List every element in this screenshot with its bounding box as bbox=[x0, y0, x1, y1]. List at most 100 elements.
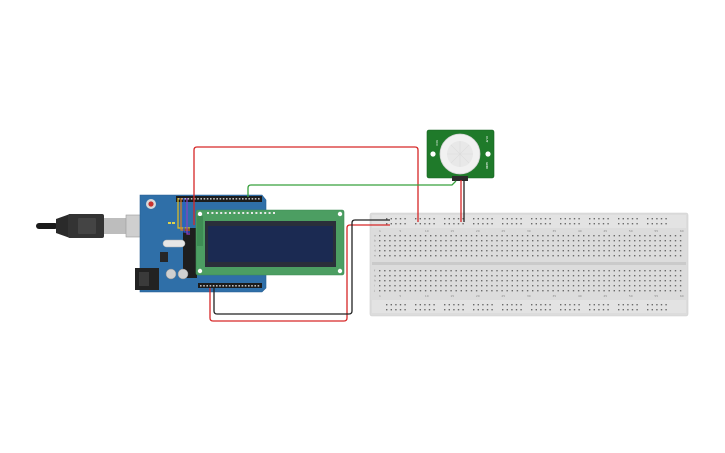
breadboard-hole[interactable] bbox=[430, 250, 432, 252]
breadboard-rail-hole[interactable] bbox=[656, 304, 658, 306]
breadboard-hole[interactable] bbox=[506, 240, 508, 242]
breadboard-rail-hole[interactable] bbox=[462, 304, 464, 306]
breadboard-hole[interactable] bbox=[440, 290, 442, 292]
breadboard-hole[interactable] bbox=[562, 275, 564, 277]
breadboard-rail-hole[interactable] bbox=[404, 309, 406, 311]
breadboard-rail-hole[interactable] bbox=[477, 223, 479, 225]
breadboard-hole[interactable] bbox=[654, 250, 656, 252]
breadboard-rail-hole[interactable] bbox=[622, 223, 624, 225]
breadboard-hole[interactable] bbox=[639, 250, 641, 252]
breadboard-hole[interactable] bbox=[465, 235, 468, 237]
breadboard-hole[interactable] bbox=[526, 290, 529, 292]
breadboard-hole[interactable] bbox=[583, 280, 585, 282]
breadboard-hole[interactable] bbox=[669, 235, 672, 237]
breadboard-rail-hole[interactable] bbox=[399, 304, 402, 306]
breadboard-hole[interactable] bbox=[649, 280, 651, 282]
breadboard-rail-hole[interactable] bbox=[419, 309, 421, 311]
breadboard-rail-hole[interactable] bbox=[578, 218, 580, 220]
breadboard-hole[interactable] bbox=[588, 290, 590, 292]
breadboard-rail-hole[interactable] bbox=[486, 304, 489, 306]
arduino-digital-pin[interactable] bbox=[232, 198, 234, 200]
breadboard-hole[interactable] bbox=[501, 285, 503, 287]
breadboard-rail-hole[interactable] bbox=[660, 223, 663, 225]
arduino-digital-pin[interactable] bbox=[216, 198, 218, 200]
breadboard-hole[interactable] bbox=[588, 240, 590, 242]
breadboard-rail-hole[interactable] bbox=[433, 218, 435, 220]
breadboard-rail-hole[interactable] bbox=[482, 223, 484, 225]
arduino-power-pin[interactable] bbox=[257, 285, 260, 287]
breadboard-hole[interactable] bbox=[470, 290, 473, 292]
breadboard-rail-hole[interactable] bbox=[506, 218, 508, 220]
lcd-pin[interactable] bbox=[233, 212, 236, 214]
breadboard-hole[interactable] bbox=[572, 285, 575, 287]
breadboard-hole[interactable] bbox=[618, 270, 621, 272]
breadboard-hole[interactable] bbox=[404, 250, 406, 252]
breadboard-hole[interactable] bbox=[394, 285, 396, 287]
breadboard-hole[interactable] bbox=[450, 250, 452, 252]
breadboard-hole[interactable] bbox=[419, 245, 422, 247]
breadboard-hole[interactable] bbox=[547, 245, 549, 247]
breadboard-hole[interactable] bbox=[384, 275, 386, 277]
breadboard-hole[interactable] bbox=[496, 245, 498, 247]
breadboard-hole[interactable] bbox=[501, 275, 503, 277]
lcd-16x2[interactable] bbox=[195, 209, 345, 276]
jumper-blue[interactable] bbox=[183, 198, 190, 233]
breadboard-hole[interactable] bbox=[526, 245, 529, 247]
lcd-pin[interactable] bbox=[229, 212, 231, 214]
breadboard-hole[interactable] bbox=[537, 255, 539, 257]
breadboard-hole[interactable] bbox=[644, 235, 646, 237]
arduino-power-pin[interactable] bbox=[244, 285, 247, 287]
arduino-digital-pin[interactable] bbox=[238, 198, 241, 200]
breadboard-hole[interactable] bbox=[409, 240, 411, 242]
breadboard-hole[interactable] bbox=[486, 245, 488, 247]
breadboard-hole[interactable] bbox=[409, 245, 411, 247]
breadboard-hole[interactable] bbox=[399, 270, 401, 272]
breadboard-hole[interactable] bbox=[537, 290, 539, 292]
breadboard-hole[interactable] bbox=[404, 235, 406, 237]
breadboard-hole[interactable] bbox=[644, 240, 646, 242]
breadboard-rail-hole[interactable] bbox=[477, 309, 479, 311]
breadboard-hole[interactable] bbox=[440, 245, 442, 247]
breadboard-hole[interactable] bbox=[394, 235, 396, 237]
breadboard-hole[interactable] bbox=[389, 270, 391, 272]
breadboard-hole[interactable] bbox=[552, 255, 554, 257]
breadboard-hole[interactable] bbox=[455, 250, 457, 252]
breadboard-hole[interactable] bbox=[613, 285, 615, 287]
breadboard-hole[interactable] bbox=[588, 285, 590, 287]
breadboard-rail-hole[interactable] bbox=[573, 304, 576, 306]
breadboard-hole[interactable] bbox=[562, 250, 564, 252]
breadboard-hole[interactable] bbox=[516, 285, 519, 287]
breadboard-hole[interactable] bbox=[639, 255, 641, 257]
lcd-pin[interactable] bbox=[259, 212, 262, 214]
breadboard-hole[interactable] bbox=[445, 290, 447, 292]
breadboard-hole[interactable] bbox=[542, 270, 544, 272]
arduino-power-pin[interactable] bbox=[248, 285, 250, 287]
breadboard-rail-hole[interactable] bbox=[433, 309, 435, 311]
breadboard-hole[interactable] bbox=[419, 250, 422, 252]
breadboard-hole[interactable] bbox=[634, 270, 636, 272]
breadboard-hole[interactable] bbox=[384, 270, 386, 272]
breadboard-hole[interactable] bbox=[450, 270, 452, 272]
breadboard-rail-hole[interactable] bbox=[520, 309, 522, 311]
breadboard-hole[interactable] bbox=[649, 240, 651, 242]
breadboard-hole[interactable] bbox=[419, 285, 422, 287]
breadboard-hole[interactable] bbox=[654, 290, 656, 292]
breadboard-hole[interactable] bbox=[583, 270, 585, 272]
breadboard-hole[interactable] bbox=[532, 255, 534, 257]
breadboard-hole[interactable] bbox=[501, 290, 503, 292]
arduino-digital-pin[interactable] bbox=[194, 198, 196, 200]
breadboard-hole[interactable] bbox=[470, 245, 473, 247]
breadboard-rail-hole[interactable] bbox=[651, 218, 653, 220]
breadboard-rail-hole[interactable] bbox=[602, 218, 605, 220]
breadboard-rail-hole[interactable] bbox=[593, 309, 595, 311]
breadboard-hole[interactable] bbox=[562, 290, 564, 292]
jumper-purple[interactable] bbox=[186, 198, 190, 235]
breadboard-hole[interactable] bbox=[440, 235, 442, 237]
breadboard-hole[interactable] bbox=[552, 250, 554, 252]
breadboard-rail-hole[interactable] bbox=[399, 223, 402, 225]
power-pins[interactable] bbox=[200, 285, 260, 287]
breadboard-hole[interactable] bbox=[521, 270, 524, 272]
breadboard-hole[interactable] bbox=[460, 290, 462, 292]
breadboard-hole[interactable] bbox=[475, 270, 478, 272]
breadboard-hole[interactable] bbox=[639, 275, 641, 277]
